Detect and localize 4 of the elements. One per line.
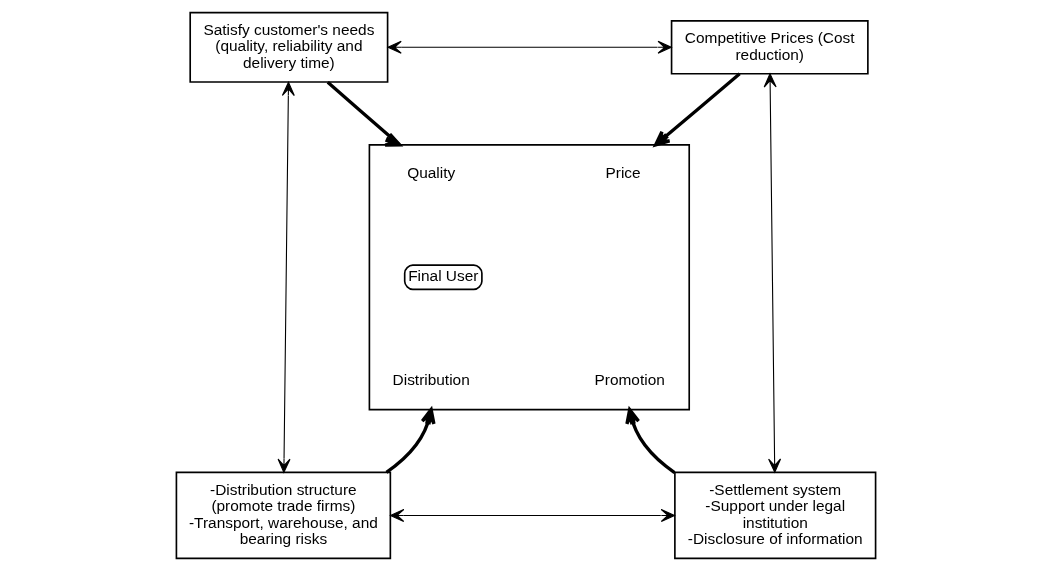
- node-text: Price: [604, 163, 641, 181]
- node-text: Quality: [406, 163, 455, 181]
- node-text: Promotion: [594, 370, 665, 388]
- node-text: Distribution: [392, 370, 470, 388]
